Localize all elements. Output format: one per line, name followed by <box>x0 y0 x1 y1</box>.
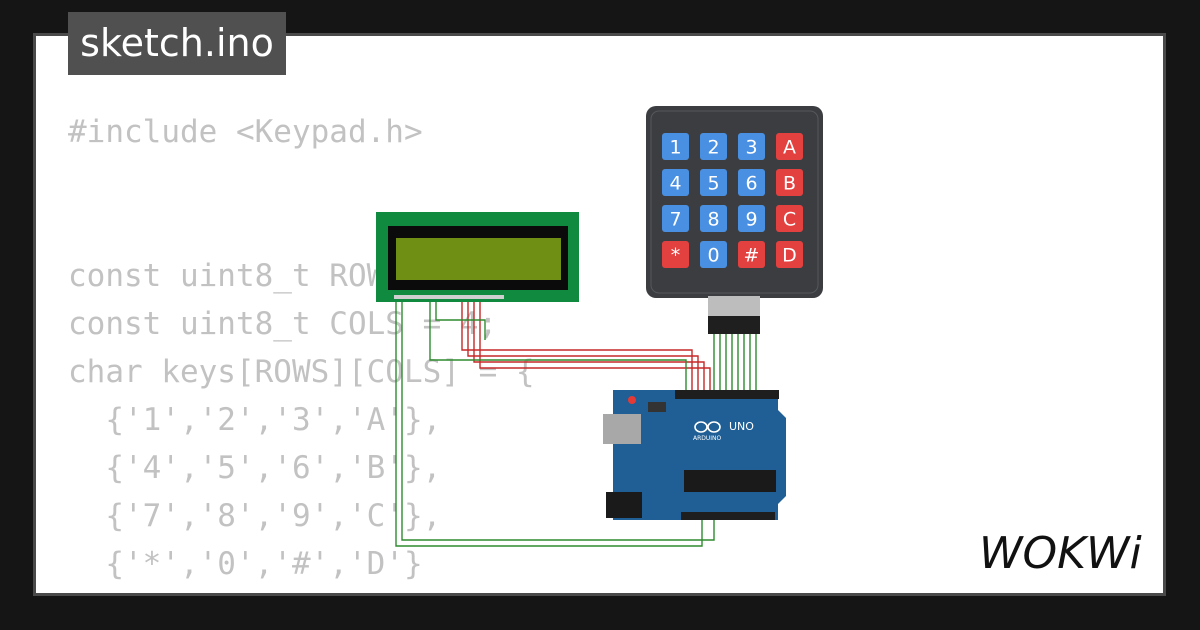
board-brand: ARDUINO <box>693 435 722 442</box>
keypad-key[interactable]: 8 <box>700 205 727 232</box>
keypad-key-label: 6 <box>745 173 757 195</box>
keypad-key[interactable]: 1 <box>662 133 689 160</box>
keypad-key[interactable]: 7 <box>662 205 689 232</box>
keypad-key-face <box>738 169 765 196</box>
keypad-key-face <box>776 169 803 196</box>
wire-green <box>401 300 715 541</box>
usb-port <box>603 414 641 444</box>
keypad-key-label: C <box>783 209 796 231</box>
power-jack <box>606 492 642 518</box>
keypad-key-label: 3 <box>745 137 757 159</box>
keypad-key-face <box>776 241 803 268</box>
power-header <box>681 512 775 520</box>
keypad-key[interactable]: 6 <box>738 169 765 196</box>
keypad-key-face <box>662 241 689 268</box>
keypad-key-label: 2 <box>707 137 719 159</box>
reset-button[interactable] <box>628 396 636 404</box>
keypad-key-face <box>776 205 803 232</box>
keypad-key[interactable]: 0 <box>700 241 727 268</box>
keypad-key[interactable]: 2 <box>700 133 727 160</box>
lcd-display[interactable] <box>376 212 579 302</box>
keypad-key-face <box>700 241 727 268</box>
code-line: char keys[ROWS][COLS] = { <box>68 354 535 390</box>
keypad-key-face <box>700 133 727 160</box>
keypad-key-face <box>662 169 689 196</box>
keypad-key-label: B <box>783 173 796 195</box>
keypad-keys: 1 2 3 A 4 5 6 B 7 8 9 C * 0 # D <box>662 133 803 268</box>
keypad-key-label: * <box>671 245 681 267</box>
code-line: {'7','8','9','C'}, <box>68 498 442 534</box>
keypad-key-label: 4 <box>669 173 681 195</box>
keypad-key-face <box>738 133 765 160</box>
svg-text:WOKWi: WOKWi <box>979 528 1142 578</box>
keypad-key-face <box>700 169 727 196</box>
wire-green <box>429 300 687 395</box>
keypad-key[interactable]: 3 <box>738 133 765 160</box>
code-line: const uint8_t COLS = 4; <box>68 306 498 342</box>
keypad-connector <box>708 316 760 334</box>
icsp-header <box>648 402 666 412</box>
code-line: #include <Keypad.h> <box>68 114 423 150</box>
keypad-key[interactable]: 4 <box>662 169 689 196</box>
keypad-key-face <box>662 205 689 232</box>
keypad-key-label: 5 <box>707 173 719 195</box>
keypad-key-face <box>776 133 803 160</box>
keypad-key-label: 9 <box>745 209 757 231</box>
keypad-key-face <box>738 205 765 232</box>
lcd-pin-header <box>394 295 504 299</box>
wires <box>395 300 757 547</box>
keypad-key-label: 0 <box>707 245 719 267</box>
arduino-uno[interactable]: UNO ARDUINO <box>603 390 786 520</box>
board-model: UNO <box>729 420 754 433</box>
keypad-key-face <box>662 133 689 160</box>
file-tab[interactable]: sketch.ino <box>68 12 286 75</box>
wire-green <box>395 300 703 547</box>
wire-green <box>435 300 486 340</box>
wire-red <box>467 300 699 395</box>
keypad-key-label: 7 <box>669 209 681 231</box>
keypad-connector-pins <box>708 296 760 318</box>
wire-red <box>473 300 705 395</box>
arduino-logo-icon <box>694 421 721 433</box>
keypad-key[interactable]: A <box>776 133 803 160</box>
digital-header <box>675 390 779 399</box>
keypad-key-face <box>738 241 765 268</box>
keypad-key[interactable]: D <box>776 241 803 268</box>
keypad-key[interactable]: # <box>738 241 765 268</box>
keypad-key[interactable]: 9 <box>738 205 765 232</box>
keypad-key-face <box>700 205 727 232</box>
keypad-key-label: D <box>782 245 797 267</box>
keypad-key-label: 8 <box>707 209 719 231</box>
keypad-key[interactable]: C <box>776 205 803 232</box>
wire-red <box>479 300 711 395</box>
keypad-key-label: # <box>744 245 760 267</box>
keypad-key-label: A <box>783 137 796 159</box>
wire-red <box>461 300 693 395</box>
atmega-chip <box>684 470 776 492</box>
code-line: {'1','2','3','A'}, <box>68 402 442 438</box>
code-line: {'4','5','6','B'}, <box>68 450 442 486</box>
code-line: {'*','0','#','D'} <box>68 546 423 582</box>
keypad-key[interactable]: 5 <box>700 169 727 196</box>
keypad[interactable]: 1 2 3 A 4 5 6 B 7 8 9 C * 0 # D <box>646 106 823 334</box>
keypad-key[interactable]: * <box>662 241 689 268</box>
keypad-key[interactable]: B <box>776 169 803 196</box>
wokwi-logo: WOKWi <box>979 528 1142 578</box>
keypad-key-label: 1 <box>669 137 681 159</box>
